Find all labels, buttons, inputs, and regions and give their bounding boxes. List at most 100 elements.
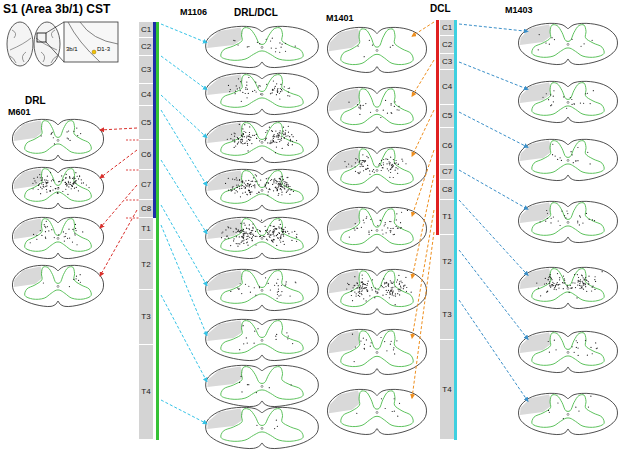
label-dot: [65, 236, 66, 237]
gray-matter-outline: [532, 203, 604, 236]
label-dot: [594, 220, 595, 221]
label-dot: [366, 285, 367, 286]
label-dot: [366, 169, 367, 170]
label-dot: [392, 411, 393, 412]
gray-matter-outline: [25, 219, 92, 252]
label-dot: [356, 282, 357, 283]
label-dot: [247, 143, 248, 144]
label-dot: [265, 185, 266, 186]
label-dot: [276, 228, 277, 229]
label-dot: [63, 231, 64, 232]
label-dot: [42, 179, 43, 180]
spinal-segment-band: C3: [440, 54, 454, 70]
label-dot: [240, 223, 241, 224]
label-dot: [292, 144, 293, 145]
cord-outline: [519, 267, 618, 308]
label-dot: [247, 384, 248, 385]
segment-label: C1: [442, 24, 452, 32]
gray-matter-outline: [341, 271, 413, 307]
label-dot: [403, 288, 404, 289]
label-dot: [256, 193, 257, 194]
label-dot: [367, 168, 368, 169]
segment-label: C2: [442, 41, 452, 49]
central-canal: [376, 49, 378, 51]
label-dot: [388, 170, 389, 171]
label-dot: [360, 105, 361, 106]
label-dot: [393, 159, 394, 160]
label-dot: [556, 284, 557, 285]
label-dot: [280, 224, 281, 225]
label-dot: [391, 167, 392, 168]
label-dot: [387, 159, 388, 160]
label-dot: [275, 48, 276, 49]
label-dot: [290, 384, 291, 385]
label-dot: [43, 186, 44, 187]
label-dot: [250, 194, 251, 195]
label-dot: [259, 85, 260, 86]
label-dot: [273, 239, 274, 240]
label-dot: [566, 108, 567, 109]
label-dot: [277, 91, 278, 92]
leader-arrow: [161, 400, 207, 424]
label-dot: [584, 43, 585, 44]
label-dot: [398, 227, 399, 228]
label-dot: [284, 188, 285, 189]
label-dot: [395, 160, 396, 161]
label-dot: [352, 334, 353, 335]
label-dot: [580, 46, 581, 47]
label-dot: [579, 285, 580, 286]
cord-outline: [519, 139, 618, 180]
label-dot: [50, 190, 51, 191]
label-dot: [584, 279, 585, 280]
label-dot: [583, 103, 584, 104]
label-dot: [357, 283, 358, 284]
label-dot: [406, 291, 407, 292]
label-dot: [546, 210, 547, 211]
leader-arrow: [161, 24, 207, 43]
hemisphere: [34, 22, 60, 66]
label-dot: [286, 177, 287, 178]
label-dot: [259, 236, 260, 237]
label-dot: [555, 349, 556, 350]
label-dot: [250, 232, 251, 233]
label-dot: [46, 180, 47, 181]
label-dot: [383, 278, 384, 279]
label-dot: [257, 229, 258, 230]
label-dot: [551, 104, 552, 105]
label-dot: [253, 235, 254, 236]
label-dot: [32, 188, 33, 189]
spinal-cord-section: [206, 269, 319, 310]
label-dot: [360, 160, 361, 161]
label-dot: [282, 183, 283, 184]
label-dot: [360, 340, 361, 341]
label-dot: [270, 289, 271, 290]
label-dot: [372, 44, 373, 45]
cord-outline: [519, 23, 618, 64]
label-dot: [43, 186, 44, 187]
label-dot: [373, 169, 374, 170]
spinal-cord-section: [327, 269, 426, 314]
label-dot: [361, 227, 362, 228]
label-dot: [267, 130, 268, 131]
gray-matter-outline: [221, 123, 303, 156]
label-dot: [391, 282, 392, 283]
label-dot: [392, 45, 393, 46]
label-dot: [247, 238, 248, 239]
label-dot: [278, 288, 279, 289]
label-dot: [266, 182, 267, 183]
label-dot: [278, 193, 279, 194]
label-dot: [283, 231, 284, 232]
central-canal: [261, 289, 263, 291]
label-dot: [394, 398, 395, 399]
label-dot: [355, 158, 356, 159]
label-dot: [279, 220, 280, 221]
label-dot: [242, 136, 243, 137]
label-dot: [277, 88, 278, 89]
sulcus: [10, 56, 16, 63]
label-dot: [240, 196, 241, 197]
bar-strip: [156, 22, 159, 440]
label-dot: [240, 283, 241, 284]
label-dot: [245, 93, 246, 94]
label-dot: [280, 183, 281, 184]
label-dot: [74, 233, 75, 234]
